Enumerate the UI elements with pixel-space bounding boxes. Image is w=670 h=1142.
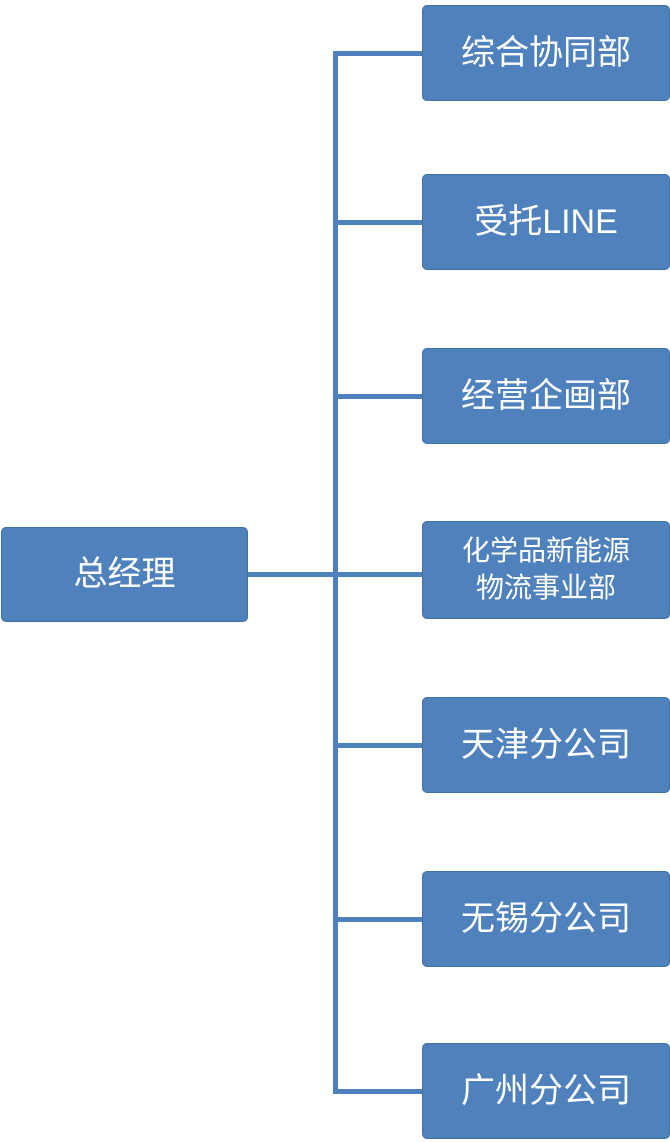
org-node-wuxi-branch-label: 无锡分公司	[461, 899, 631, 938]
org-node-entrusted-line-label: 受托LINE	[474, 202, 618, 241]
connector-branch-7	[338, 1089, 422, 1094]
org-node-chemicals-new-energy-logistics-division-label: 化学品新能源物流事业部	[462, 533, 630, 607]
org-node-tianjin-branch-label: 天津分公司	[461, 725, 631, 764]
org-node-general-manager[interactable]: 总经理	[1, 527, 248, 622]
connector-branch-2	[338, 220, 422, 225]
connector-branch-3	[338, 394, 422, 399]
org-node-general-coordination-dept[interactable]: 综合协同部	[422, 5, 670, 101]
org-node-guangzhou-branch-label: 广州分公司	[461, 1071, 631, 1110]
org-node-entrusted-line[interactable]: 受托LINE	[422, 174, 670, 270]
connector-branch-6	[338, 917, 422, 922]
org-node-general-manager-label: 总经理	[73, 555, 176, 594]
connector-branch-1	[338, 51, 422, 56]
label-line-2: 物流事业部	[475, 572, 616, 603]
connector-root-to-trunk-line	[248, 572, 422, 577]
org-node-guangzhou-branch[interactable]: 广州分公司	[422, 1043, 670, 1139]
org-node-tianjin-branch[interactable]: 天津分公司	[422, 697, 670, 793]
label-line-1: 化学品新能源	[461, 535, 630, 567]
org-node-business-planning-dept[interactable]: 经营企画部	[422, 348, 670, 444]
org-node-business-planning-dept-label: 经营企画部	[461, 376, 631, 415]
org-node-general-coordination-dept-label: 综合协同部	[461, 33, 631, 72]
org-node-wuxi-branch[interactable]: 无锡分公司	[422, 871, 670, 967]
org-node-chemicals-new-energy-logistics-division[interactable]: 化学品新能源物流事业部	[422, 521, 670, 619]
connector-branch-5	[338, 743, 422, 748]
